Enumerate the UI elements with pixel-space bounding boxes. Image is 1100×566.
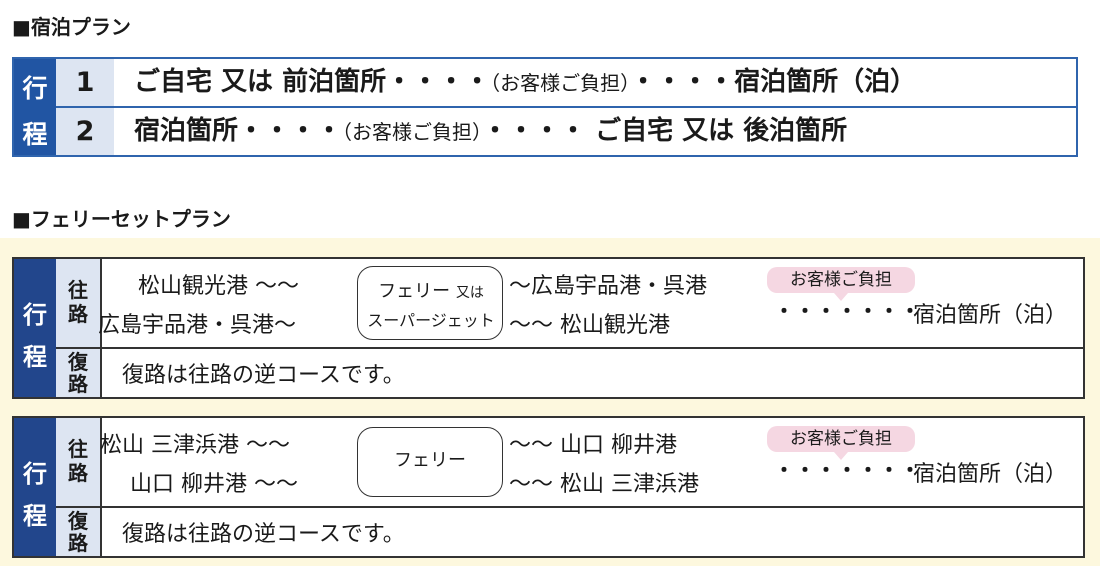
- row-divider: [56, 506, 1083, 508]
- itinerary-label-top: 行: [22, 74, 48, 103]
- itinerary-label-bottom: 程: [22, 120, 48, 149]
- return-label: 復 路: [56, 349, 100, 397]
- section-heading-stay-plan: ■宿泊プラン: [12, 15, 131, 39]
- row1-from: ご自宅 又は 前泊箇所・・・・: [134, 67, 491, 97]
- dotted-leader: ・・・・・・・: [774, 299, 921, 323]
- outbound-label: 往 路: [56, 259, 100, 347]
- route-right-line1: 〜〜 山口 柳井港: [509, 433, 677, 458]
- stay-plan-table: 行 程 1 ご自宅 又は 前泊箇所・・・・（お客様ご負担）・・・・宿泊箇所（泊）…: [12, 57, 1078, 157]
- ferry-box: フェリー: [357, 427, 503, 497]
- destination-lodging: 宿泊箇所（泊）: [913, 462, 1068, 487]
- row2-to: ・・・・ ご自宅 又は 後泊箇所: [482, 116, 848, 146]
- row-divider: [56, 347, 1083, 349]
- section-heading-ferry-plan: ■フェリーセットプラン: [12, 207, 231, 231]
- row-number-2: 2: [56, 108, 114, 155]
- ferry-table-1: 行 程 往 路 復 路 松山観光港 〜〜 広島宇品港・呉港〜 フェリー 又は ス…: [12, 257, 1085, 399]
- ferry-or-superjet-box: フェリー 又は スーパージェット: [357, 266, 503, 340]
- route-left-line1: 松山 三津浜港 〜〜: [100, 433, 290, 458]
- dotted-leader: ・・・・・・・: [774, 458, 921, 482]
- route-right-line2: 〜〜 松山 三津浜港: [509, 472, 699, 497]
- customer-pays-badge: お客様ご負担: [767, 267, 915, 293]
- column-divider: [100, 259, 102, 397]
- route-left-line1: 松山観光港 〜〜: [138, 274, 299, 299]
- itinerary-row-1: ご自宅 又は 前泊箇所・・・・（お客様ご負担）・・・・宿泊箇所（泊）: [114, 59, 1076, 106]
- route-left-line2: 広島宇品港・呉港〜: [98, 313, 297, 338]
- route-right-line1: 〜広島宇品港・呉港: [509, 274, 708, 299]
- row1-paren: （お客様ご負担）: [490, 71, 631, 95]
- return-route-text: 復路は往路の逆コースです。: [122, 363, 405, 388]
- column-divider: [100, 418, 102, 556]
- ferry-table-2: 行 程 往 路 復 路 松山 三津浜港 〜〜 山口 柳井港 〜〜 フェリー 〜〜…: [12, 416, 1085, 558]
- return-label: 復 路: [56, 508, 100, 556]
- itinerary-label-bottom: 程: [23, 343, 47, 371]
- itinerary-label-top: 行: [23, 301, 47, 329]
- row2-from: 宿泊箇所・・・・: [134, 116, 343, 146]
- row-divider: [56, 106, 1076, 108]
- route-right-line2: 〜〜 松山観光港: [509, 313, 670, 338]
- row1-to: ・・・・宿泊箇所（泊）: [630, 67, 917, 97]
- itinerary-label: 行 程: [14, 418, 56, 556]
- itinerary-label: 行 程: [14, 259, 56, 397]
- return-route-text: 復路は往路の逆コースです。: [122, 522, 405, 547]
- badge-pointer: [834, 293, 848, 301]
- customer-pays-badge: お客様ご負担: [767, 426, 915, 452]
- itinerary-row-2: 宿泊箇所・・・・（お客様ご負担）・・・・ ご自宅 又は 後泊箇所: [114, 108, 1076, 155]
- badge-pointer: [834, 452, 848, 460]
- itinerary-label-bottom: 程: [23, 502, 47, 530]
- itinerary-label-top: 行: [23, 460, 47, 488]
- row-number-1: 1: [56, 59, 114, 106]
- row2-paren: （お客様ご負担）: [342, 120, 483, 144]
- route-left-line2: 山口 柳井港 〜〜: [130, 472, 298, 497]
- itinerary-label: 行 程: [14, 59, 56, 155]
- destination-lodging: 宿泊箇所（泊）: [913, 303, 1068, 328]
- outbound-label: 往 路: [56, 418, 100, 506]
